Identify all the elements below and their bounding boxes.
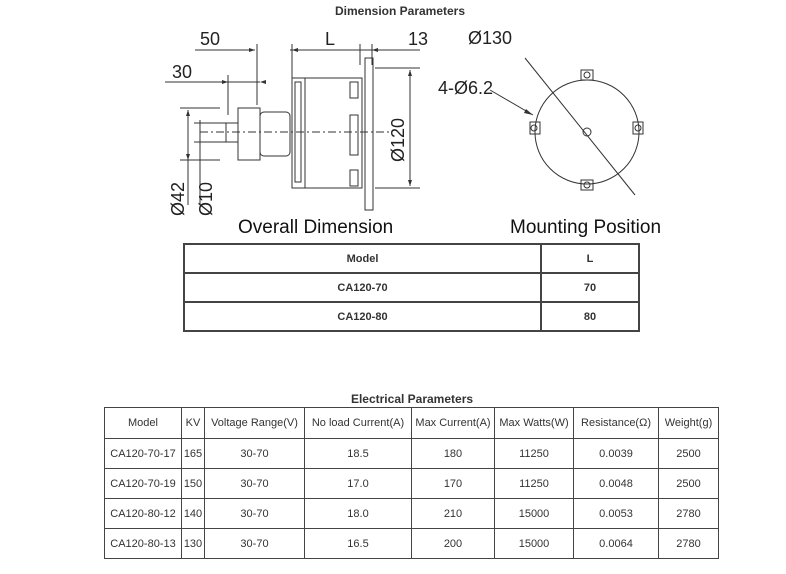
cell-max-current: 210 <box>411 498 495 529</box>
mounting-position-drawing: Ø130 4-Ø6.2 <box>438 28 644 196</box>
table-row: CA120-80 80 <box>183 301 640 332</box>
cell-max-current: 170 <box>411 468 495 499</box>
cell-model: CA120-70-19 <box>104 468 182 499</box>
cell-weight: 2780 <box>658 498 719 529</box>
cell-max-watts: 15000 <box>494 498 574 529</box>
cell-weight: 2780 <box>658 528 719 559</box>
cell-kv: 150 <box>181 468 205 499</box>
cell-max-current: 180 <box>411 438 495 469</box>
cell-no-load-current: 17.0 <box>304 468 412 499</box>
overall-dimension-drawing: 50 L 13 30 Ø42 Ø10 Ø120 <box>165 29 428 216</box>
dim-30-label: 30 <box>172 62 192 82</box>
table-row: CA120-70-19 150 30-70 17.0 170 11250 0.0… <box>104 468 719 499</box>
header-kv: KV <box>181 407 205 439</box>
cell-resistance: 0.0064 <box>573 528 659 559</box>
electrical-table: Model KV Voltage Range(V) No load Curren… <box>104 407 719 559</box>
cell-L: 80 <box>540 301 640 332</box>
table-row: CA120-80-12 140 30-70 18.0 210 15000 0.0… <box>104 498 719 529</box>
cell-kv: 165 <box>181 438 205 469</box>
cell-resistance: 0.0053 <box>573 498 659 529</box>
cell-max-watts: 11250 <box>494 438 574 469</box>
cell-max-current: 200 <box>411 528 495 559</box>
cell-model: CA120-80-12 <box>104 498 182 529</box>
cell-model: CA120-80-13 <box>104 528 182 559</box>
cell-voltage: 30-70 <box>204 528 305 559</box>
cell-no-load-current: 18.5 <box>304 438 412 469</box>
dim-L-label: L <box>325 29 335 49</box>
header-model: Model <box>183 243 542 274</box>
cell-resistance: 0.0048 <box>573 468 659 499</box>
header-voltage: Voltage Range(V) <box>204 407 305 439</box>
cell-voltage: 30-70 <box>204 468 305 499</box>
cell-model: CA120-70 <box>183 272 542 303</box>
header-max-watts: Max Watts(W) <box>494 407 574 439</box>
cell-kv: 140 <box>181 498 205 529</box>
dim-50-label: 50 <box>200 29 220 49</box>
dim-13-label: 13 <box>408 29 428 49</box>
header-model: Model <box>104 407 182 439</box>
header-L: L <box>540 243 640 274</box>
overall-dimension-caption: Overall Dimension <box>238 217 394 238</box>
cell-no-load-current: 16.5 <box>304 528 412 559</box>
table-header-row: Model KV Voltage Range(V) No load Curren… <box>104 407 719 439</box>
dim-phi120-label: Ø120 <box>388 118 408 162</box>
dimension-title: Dimension Parameters <box>334 4 466 18</box>
cell-no-load-current: 18.0 <box>304 498 412 529</box>
cell-model: CA120-70-17 <box>104 438 182 469</box>
electrical-title: Electrical Parameters <box>350 392 474 406</box>
header-weight: Weight(g) <box>658 407 719 439</box>
cell-model: CA120-80 <box>183 301 542 332</box>
dimension-table: Model L CA120-70 70 CA120-80 80 <box>183 243 640 332</box>
holes-label: 4-Ø6.2 <box>438 78 493 98</box>
cell-max-watts: 11250 <box>494 468 574 499</box>
dim-phi42-label: Ø42 <box>168 182 188 216</box>
cell-max-watts: 15000 <box>494 528 574 559</box>
dim-phi10-label: Ø10 <box>196 182 216 216</box>
table-header-row: Model L <box>183 243 640 274</box>
header-resistance: Resistance(Ω) <box>573 407 659 439</box>
cell-voltage: 30-70 <box>204 438 305 469</box>
cell-weight: 2500 <box>658 438 719 469</box>
header-max-current: Max Current(A) <box>411 407 495 439</box>
cell-L: 70 <box>540 272 640 303</box>
header-no-load-current: No load Current(A) <box>304 407 412 439</box>
table-row: CA120-80-13 130 30-70 16.5 200 15000 0.0… <box>104 528 719 559</box>
cell-kv: 130 <box>181 528 205 559</box>
cell-resistance: 0.0039 <box>573 438 659 469</box>
mounting-position-caption: Mounting Position <box>510 217 662 238</box>
table-row: CA120-70 70 <box>183 272 640 303</box>
table-row: CA120-70-17 165 30-70 18.5 180 11250 0.0… <box>104 438 719 469</box>
dim-phi130-label: Ø130 <box>468 28 512 48</box>
cell-weight: 2500 <box>658 468 719 499</box>
cell-voltage: 30-70 <box>204 498 305 529</box>
